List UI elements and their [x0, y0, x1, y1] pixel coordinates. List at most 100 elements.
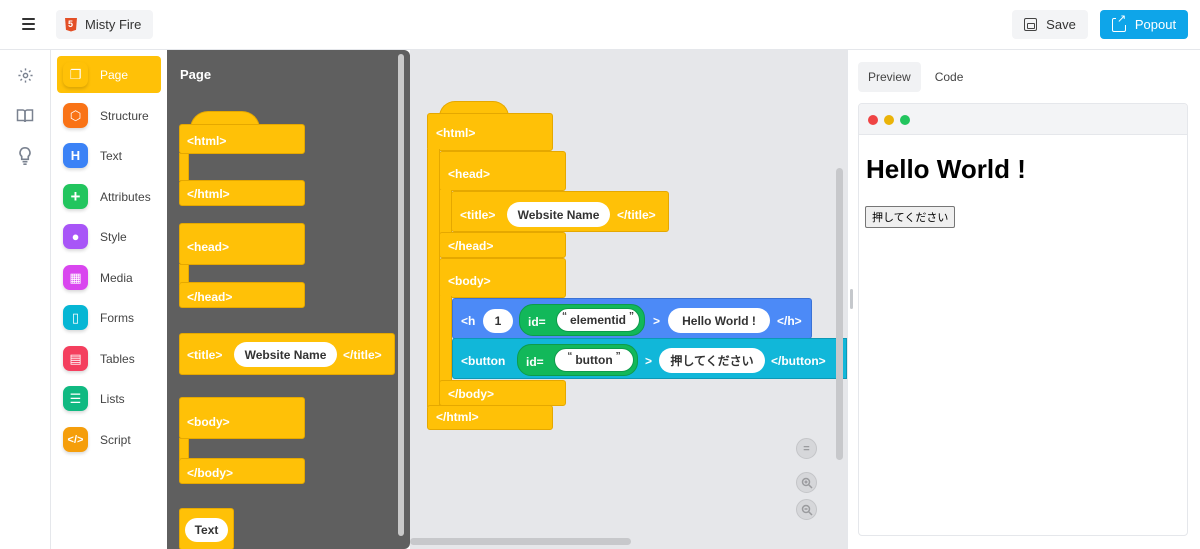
category-style[interactable]: ● Style — [57, 218, 161, 255]
ws-heading-block[interactable]: <h 1 id= “ elementid ” > Hello World ! <… — [452, 298, 812, 339]
save-icon — [1024, 18, 1038, 31]
gear-icon[interactable] — [16, 66, 34, 84]
cube-icon: ⬡ — [63, 103, 88, 128]
ws-body-block[interactable]: <body> — [439, 258, 566, 298]
block-label: </head> — [448, 239, 494, 253]
category-label: Text — [100, 148, 123, 163]
preview-heading: Hello World ! — [866, 154, 1026, 184]
text-value-input[interactable]: Text — [185, 518, 228, 542]
close-dot-icon — [868, 115, 878, 125]
category-media[interactable]: ▦ Media — [57, 259, 161, 296]
block-label: </h> — [777, 314, 802, 328]
block-label: </button> — [771, 354, 826, 368]
palette-icon: ● — [63, 224, 88, 249]
popout-button[interactable]: Popout — [1100, 10, 1188, 39]
external-link-icon — [1111, 11, 1128, 32]
category-forms[interactable]: ▯ Forms — [57, 299, 161, 336]
quote-open: “ — [567, 350, 573, 362]
category-label: Tables — [100, 351, 135, 366]
tab-code[interactable]: Code — [934, 70, 964, 84]
button-id-input[interactable]: button — [575, 353, 613, 367]
category-tables[interactable]: ▤ Tables — [57, 340, 161, 377]
workspace-vertical-scrollbar[interactable] — [836, 168, 843, 460]
preview-button[interactable]: 押してください — [865, 206, 956, 228]
flyout-title: Page — [180, 67, 212, 82]
category-label: Style — [100, 229, 127, 244]
block-label: </html> — [187, 187, 230, 201]
block-label: <title> — [187, 348, 223, 362]
flyout-text-block[interactable]: Text — [179, 508, 234, 549]
resize-handle[interactable] — [850, 289, 853, 309]
top-bar: Misty Fire Save Popout — [0, 0, 1200, 50]
id-attribute-block[interactable]: id= “ button ” — [517, 344, 638, 376]
block-workspace[interactable]: <html> </html> <head> </head> <title> We… — [410, 50, 847, 549]
block-label: </body> — [187, 466, 234, 480]
clipboard-icon: ▯ — [63, 305, 88, 330]
button-text-input[interactable]: 押してください — [659, 348, 765, 373]
flyout-scrollbar[interactable] — [398, 54, 404, 536]
preview-window: Hello World ! 押してください — [858, 103, 1188, 536]
block-label: <html> — [436, 126, 476, 140]
title-value-input[interactable]: Website Name — [234, 342, 337, 367]
zoom-out-icon[interactable] — [796, 499, 817, 520]
block-label: <button — [461, 354, 506, 368]
block-label: > — [645, 354, 653, 368]
block-label: <body> — [448, 274, 491, 288]
block-label: </title> — [617, 208, 656, 222]
tab-preview[interactable]: Preview — [858, 62, 921, 92]
plus-icon: + — [63, 184, 88, 209]
project-name-button[interactable]: Misty Fire — [56, 10, 154, 39]
block-label: <head> — [187, 240, 230, 254]
ws-head-block[interactable]: <head> — [439, 151, 566, 191]
book-icon[interactable] — [16, 107, 34, 125]
block-label: id= — [526, 355, 544, 369]
category-lists[interactable]: ☰ Lists — [57, 380, 161, 417]
block-label: <head> — [448, 167, 491, 181]
maximize-dot-icon — [900, 115, 910, 125]
category-structure[interactable]: ⬡ Structure — [57, 97, 161, 134]
category-label: Media — [100, 270, 133, 285]
category-label: Script — [100, 432, 131, 447]
workspace-horizontal-scrollbar[interactable] — [410, 538, 631, 545]
block-label: </title> — [343, 348, 382, 362]
minimize-dot-icon — [884, 115, 894, 125]
category-label: Forms — [100, 310, 134, 325]
preview-titlebar — [859, 104, 1187, 135]
heading-level-input[interactable]: 1 — [483, 309, 513, 333]
block-label: <h — [461, 314, 476, 328]
block-label: <body> — [187, 415, 230, 429]
category-label: Structure — [100, 108, 149, 123]
list-icon: ☰ — [63, 386, 88, 411]
save-button[interactable]: Save — [1012, 10, 1088, 39]
heading-id-input[interactable]: elementid — [569, 313, 626, 327]
title-value-input[interactable]: Website Name — [507, 202, 610, 227]
id-attribute-block[interactable]: id= “ elementid ” — [519, 304, 645, 336]
flyout-title-block[interactable]: <title> Website Name </title> — [179, 333, 395, 375]
category-label: Page — [100, 67, 129, 82]
ws-html-block[interactable]: <html> — [427, 113, 553, 151]
heading-text-input[interactable]: Hello World ! — [668, 308, 770, 333]
category-label: Lists — [100, 391, 125, 406]
block-flyout: Page <html> </html> <head> </head> <titl… — [167, 50, 410, 549]
quote-close: ” — [615, 350, 621, 362]
block-label: </head> — [187, 290, 233, 304]
html5-icon — [65, 17, 77, 32]
block-label: <html> — [187, 134, 227, 148]
popout-label: Popout — [1134, 17, 1177, 32]
quote-close: ” — [629, 310, 634, 322]
quote-open: “ — [561, 310, 567, 322]
table-icon: ▤ — [63, 346, 88, 371]
zoom-in-icon[interactable] — [796, 472, 817, 493]
block-label: id= — [528, 315, 546, 329]
category-text[interactable]: H Text — [57, 137, 161, 174]
panel-divider — [847, 50, 848, 549]
ws-title-block[interactable]: <title> Website Name </title> — [451, 191, 669, 232]
ws-button-block[interactable]: <button id= “ button ” > 押してください </butto… — [452, 338, 847, 379]
lightbulb-icon[interactable] — [16, 147, 34, 165]
category-attributes[interactable]: + Attributes — [57, 178, 161, 215]
zoom-reset-icon[interactable]: = — [796, 438, 817, 459]
category-page[interactable]: ❐ Page — [57, 56, 161, 93]
category-script[interactable]: </> Script — [57, 421, 161, 458]
hamburger-menu-icon[interactable] — [14, 13, 42, 37]
project-name: Misty Fire — [85, 17, 142, 32]
